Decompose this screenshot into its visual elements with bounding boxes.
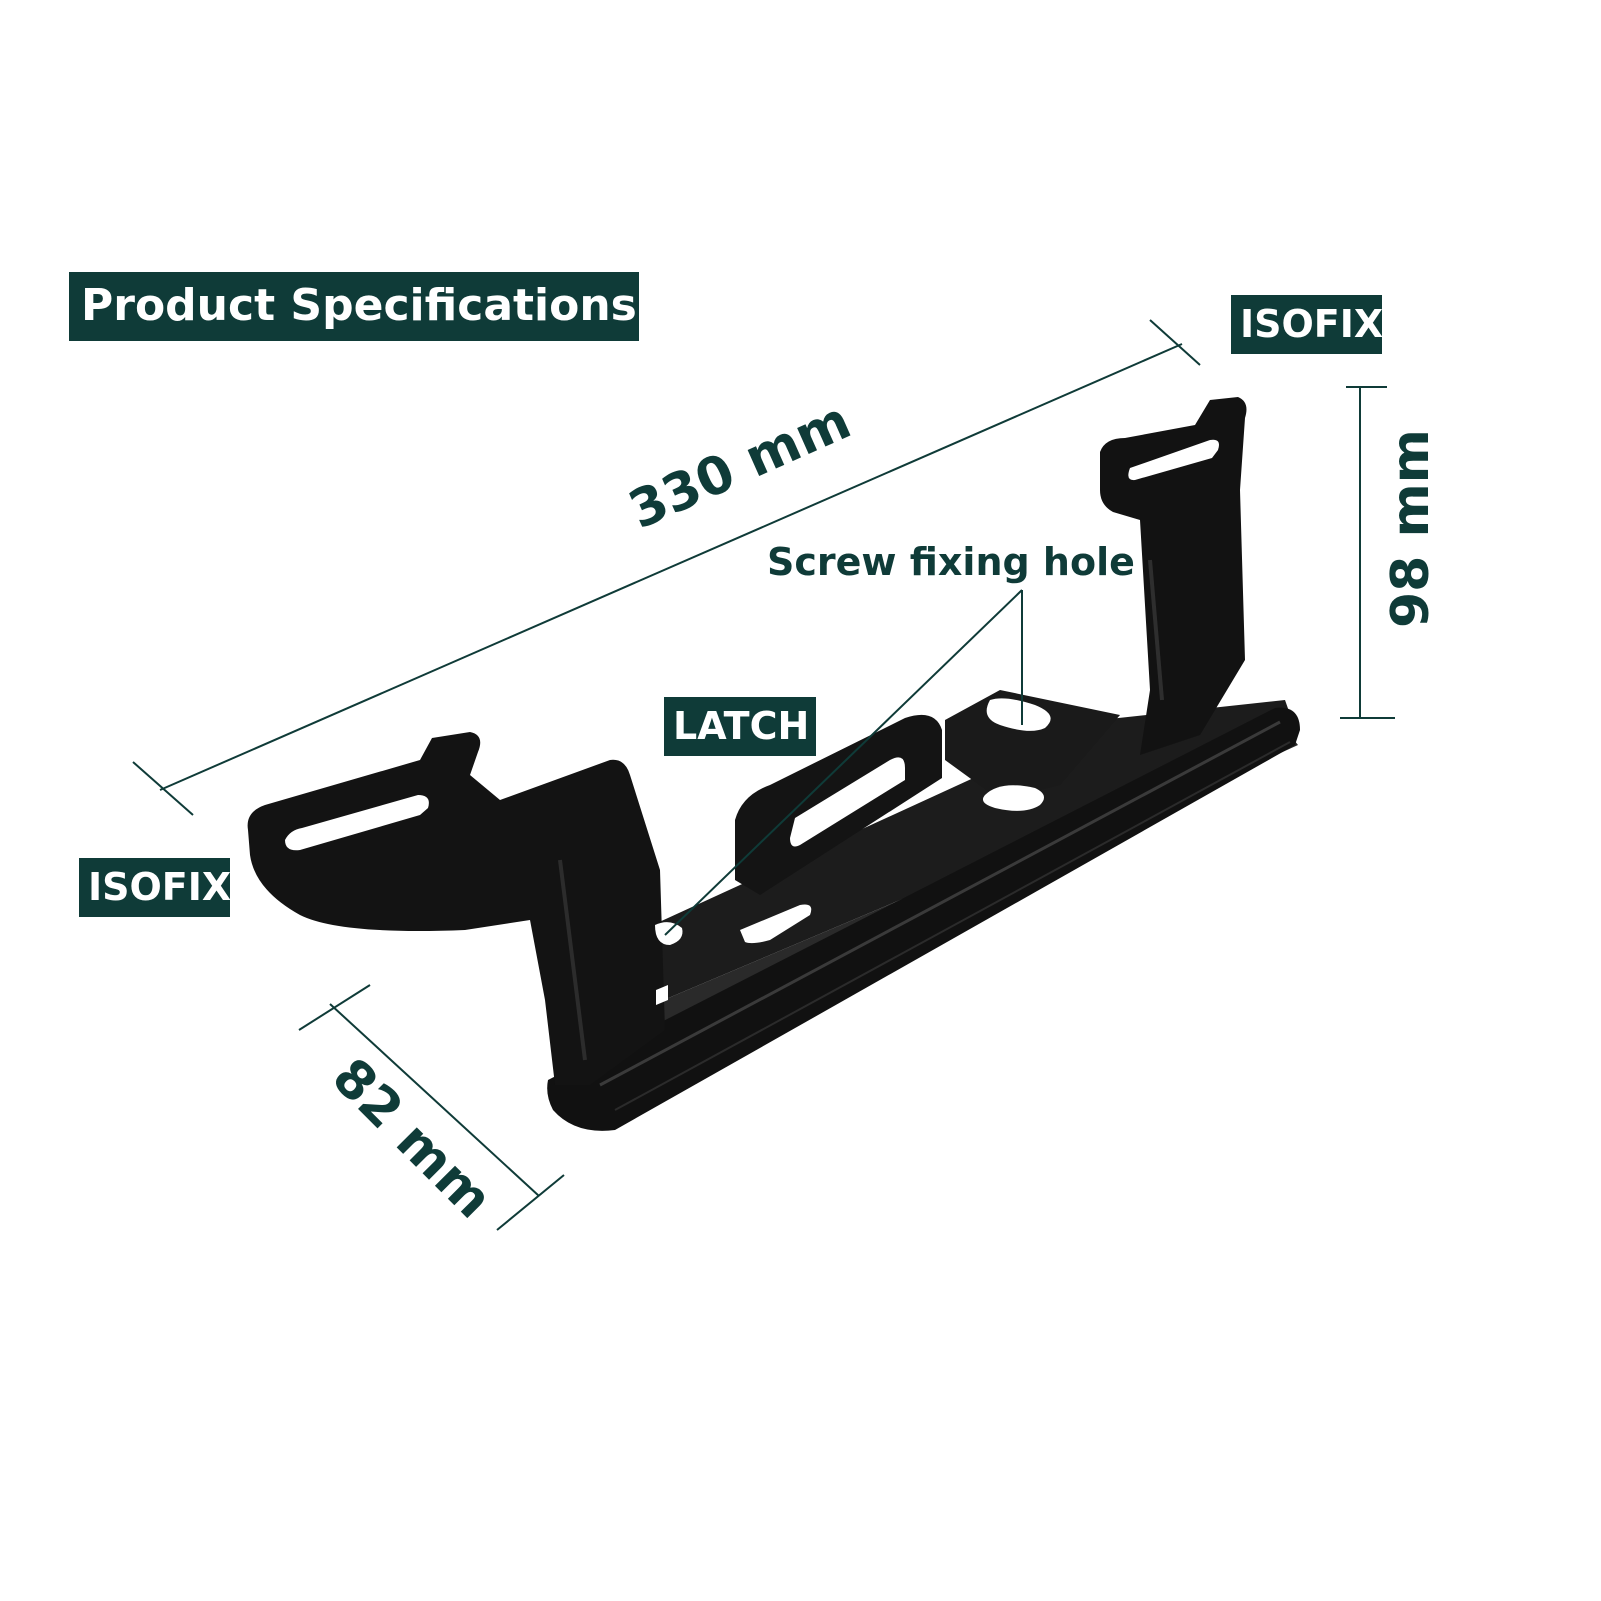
dim-depth-tick-top: [298, 984, 371, 1031]
isofix-arm-right: [1100, 397, 1247, 755]
dim-length-tick-left: [132, 761, 194, 816]
dim-length-line: [159, 343, 1183, 791]
bracket-rail-edge: [614, 741, 1291, 1111]
bracket-back-flange: [620, 700, 1292, 1010]
screw-slot-left-lower: [656, 985, 668, 1005]
dimension-lines: [132, 319, 1395, 1231]
isofix-label-right: ISOFIX: [1231, 295, 1383, 354]
screw-slot-lower: [982, 785, 1044, 811]
isofix-arm-left-shade: [558, 859, 587, 1061]
isofix-arm-left: [247, 732, 665, 1085]
screw-slot-left: [655, 922, 683, 945]
isofix-arm-right-slot: [1128, 439, 1219, 481]
bracket-rail-highlight: [599, 720, 1281, 1087]
isofix-label-left: ISOFIX: [79, 858, 231, 917]
dim-depth-line: [329, 1003, 540, 1197]
dim-depth-tick-bottom: [496, 1174, 565, 1231]
screw-hole-callout: Screw fixing hole: [767, 540, 1135, 584]
latch-loop-slot: [790, 757, 905, 847]
dim-length-tick-right: [1149, 319, 1201, 366]
callout-leader-diagonal: [664, 589, 1023, 936]
floor-slot: [740, 904, 812, 944]
isofix-arm-left-slot: [285, 795, 429, 851]
latch-label: LATCH: [664, 697, 816, 756]
isofix-bracket: [247, 397, 1300, 1131]
height-dimension-label: 98 mm: [1381, 429, 1441, 628]
isofix-arm-right-shade: [1148, 559, 1164, 701]
screw-slot-upper: [986, 698, 1051, 731]
page-title: Product Specifications: [69, 272, 639, 341]
